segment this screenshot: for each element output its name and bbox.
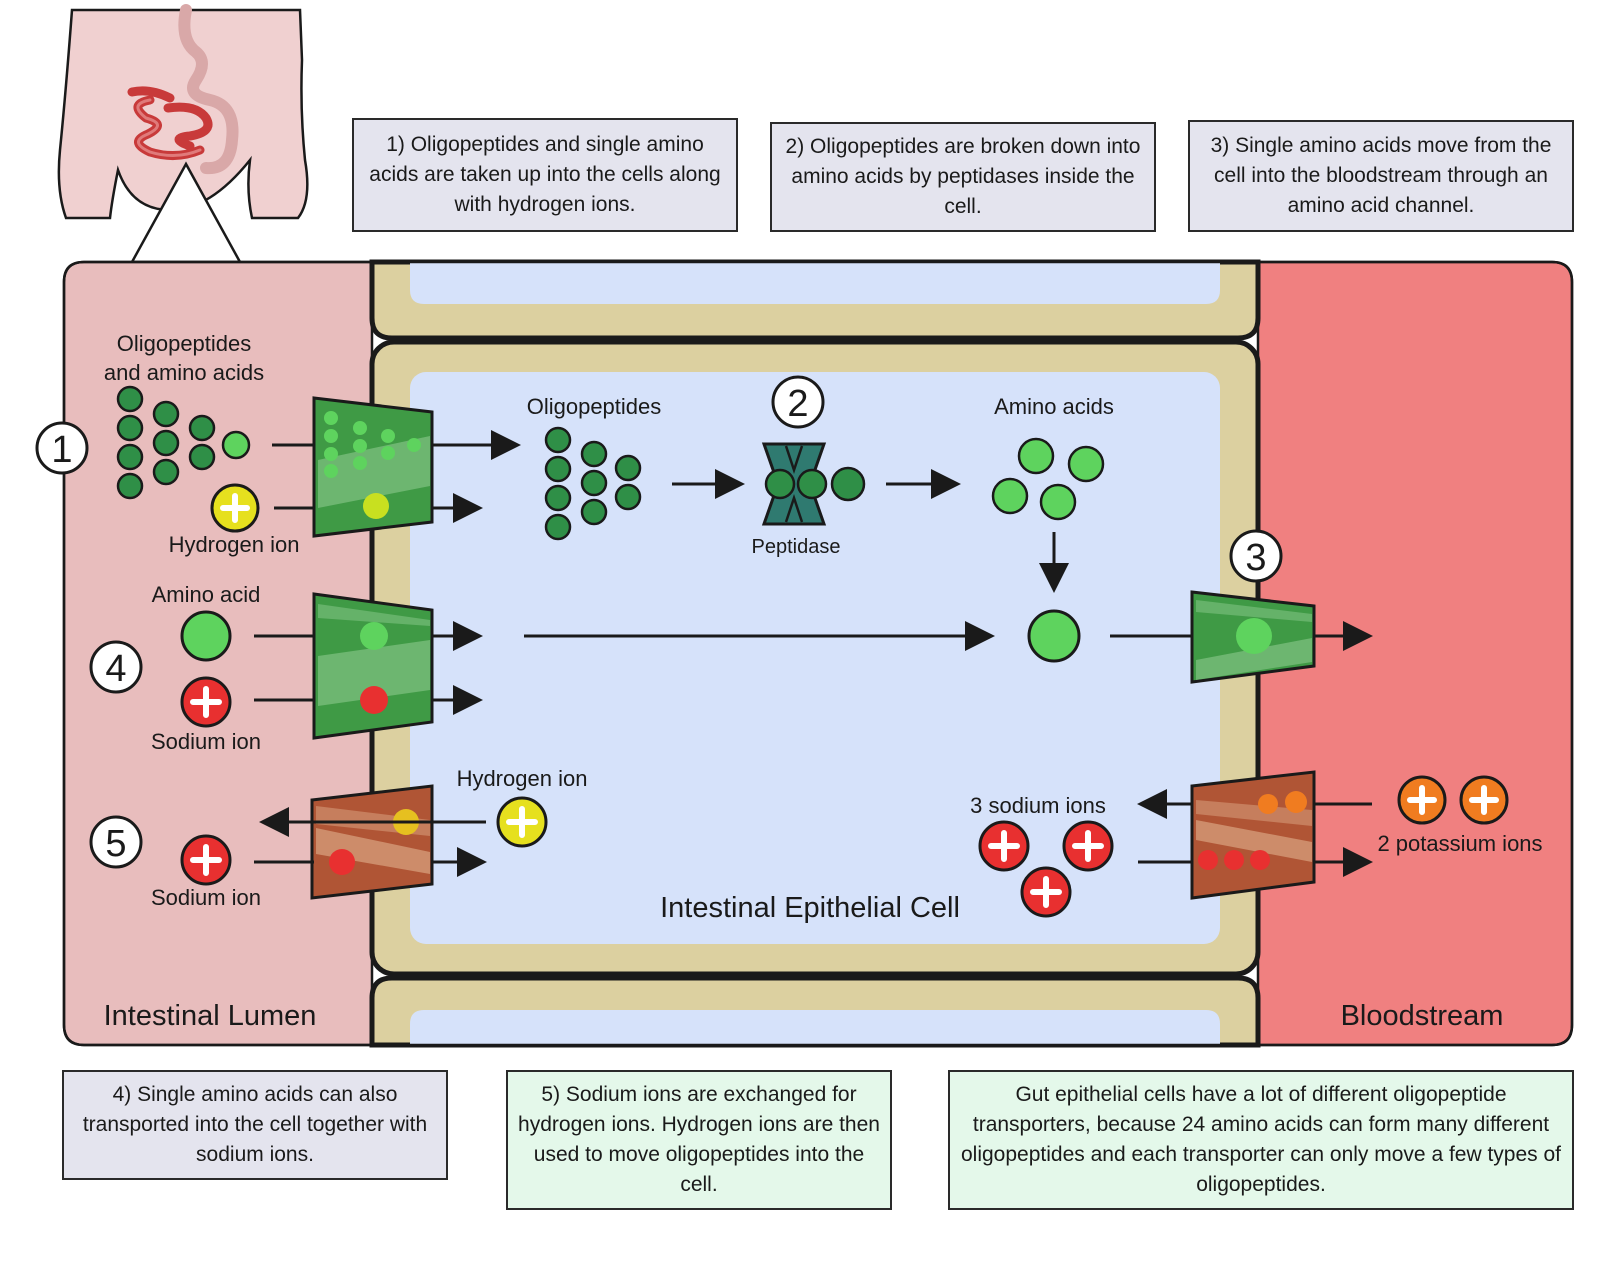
sodium-potassium-pump bbox=[1190, 770, 1316, 900]
regions bbox=[62, 259, 1574, 1048]
step-marker-2: 2 bbox=[771, 375, 825, 429]
oligopeptides-lumen-label-line2: and amino acids bbox=[104, 360, 264, 385]
step-4-note: 4) Single amino acids can also transport… bbox=[62, 1070, 448, 1180]
svg-text:2: 2 bbox=[787, 383, 808, 425]
step-marker-4: 4 bbox=[89, 640, 143, 694]
step-marker-3: 3 bbox=[1229, 529, 1283, 583]
sodium-ion-4-label: Sodium ion bbox=[151, 729, 261, 754]
epithelial-cell-cytoplasm bbox=[410, 372, 1220, 944]
peptidase-label: Peptidase bbox=[752, 536, 841, 558]
hydrogen-ion-5 bbox=[496, 796, 548, 848]
lumen-oligopeptide-cluster bbox=[116, 385, 251, 500]
amino-acid-lumen bbox=[180, 610, 232, 662]
lumen-label: Intestinal Lumen bbox=[104, 1000, 317, 1032]
oligopeptides-label: Oligopeptides bbox=[527, 394, 662, 419]
step-1-note: 1) Oligopeptides and single amino acids … bbox=[352, 118, 738, 232]
amino-acid-cluster bbox=[991, 437, 1105, 521]
hydrogen-ion-5-label: Hydrogen ion bbox=[457, 766, 588, 791]
two-potassium-label: 2 potassium ions bbox=[1377, 831, 1542, 856]
oligopeptide-transporter bbox=[312, 396, 434, 538]
hydrogen-ion-1-label: Hydrogen ion bbox=[169, 532, 300, 557]
three-sodium-ions bbox=[978, 820, 1114, 918]
amino-acid-channel bbox=[1190, 590, 1316, 684]
step-3-note: 3) Single amino acids move from the cell… bbox=[1188, 120, 1574, 232]
three-sodium-label: 3 sodium ions bbox=[970, 793, 1106, 818]
cell-label: Intestinal Epithelial Cell bbox=[660, 892, 960, 924]
bloodstream-label: Bloodstream bbox=[1341, 1000, 1504, 1032]
amino-acid-label: Amino acid bbox=[152, 582, 261, 607]
oligopeptides-lumen-label-line1: Oligopeptides bbox=[117, 331, 252, 356]
svg-text:1: 1 bbox=[51, 429, 72, 471]
two-potassium-ions bbox=[1397, 775, 1509, 825]
sodium-ion-4 bbox=[180, 676, 232, 728]
amino-acids-label: Amino acids bbox=[994, 394, 1114, 419]
sodium-hydrogen-exchanger bbox=[310, 784, 434, 900]
step-marker-1: 1 bbox=[35, 421, 89, 475]
svg-text:5: 5 bbox=[105, 823, 126, 865]
cell-oligopeptide-cluster bbox=[544, 426, 642, 541]
amino-acid-sodium-cotransporter bbox=[312, 592, 434, 740]
step-5-note: 5) Sodium ions are exchanged for hydroge… bbox=[506, 1070, 892, 1210]
step-marker-5: 5 bbox=[89, 815, 143, 869]
step-2-note: 2) Oligopeptides are broken down into am… bbox=[770, 122, 1156, 232]
lower-cell-cytoplasm bbox=[410, 1010, 1220, 1045]
sodium-ion-5 bbox=[180, 834, 232, 886]
sodium-ion-5-label: Sodium ion bbox=[151, 885, 261, 910]
svg-text:3: 3 bbox=[1245, 537, 1266, 579]
peptidase-enzyme bbox=[761, 442, 866, 526]
svg-text:4: 4 bbox=[105, 648, 126, 690]
hydrogen-ion-1 bbox=[210, 483, 260, 533]
amino-acid-cell bbox=[1027, 609, 1081, 663]
info-note: Gut epithelial cells have a lot of diffe… bbox=[948, 1070, 1574, 1210]
upper-cell-cytoplasm bbox=[410, 262, 1220, 304]
torso-illustration bbox=[57, 4, 309, 264]
